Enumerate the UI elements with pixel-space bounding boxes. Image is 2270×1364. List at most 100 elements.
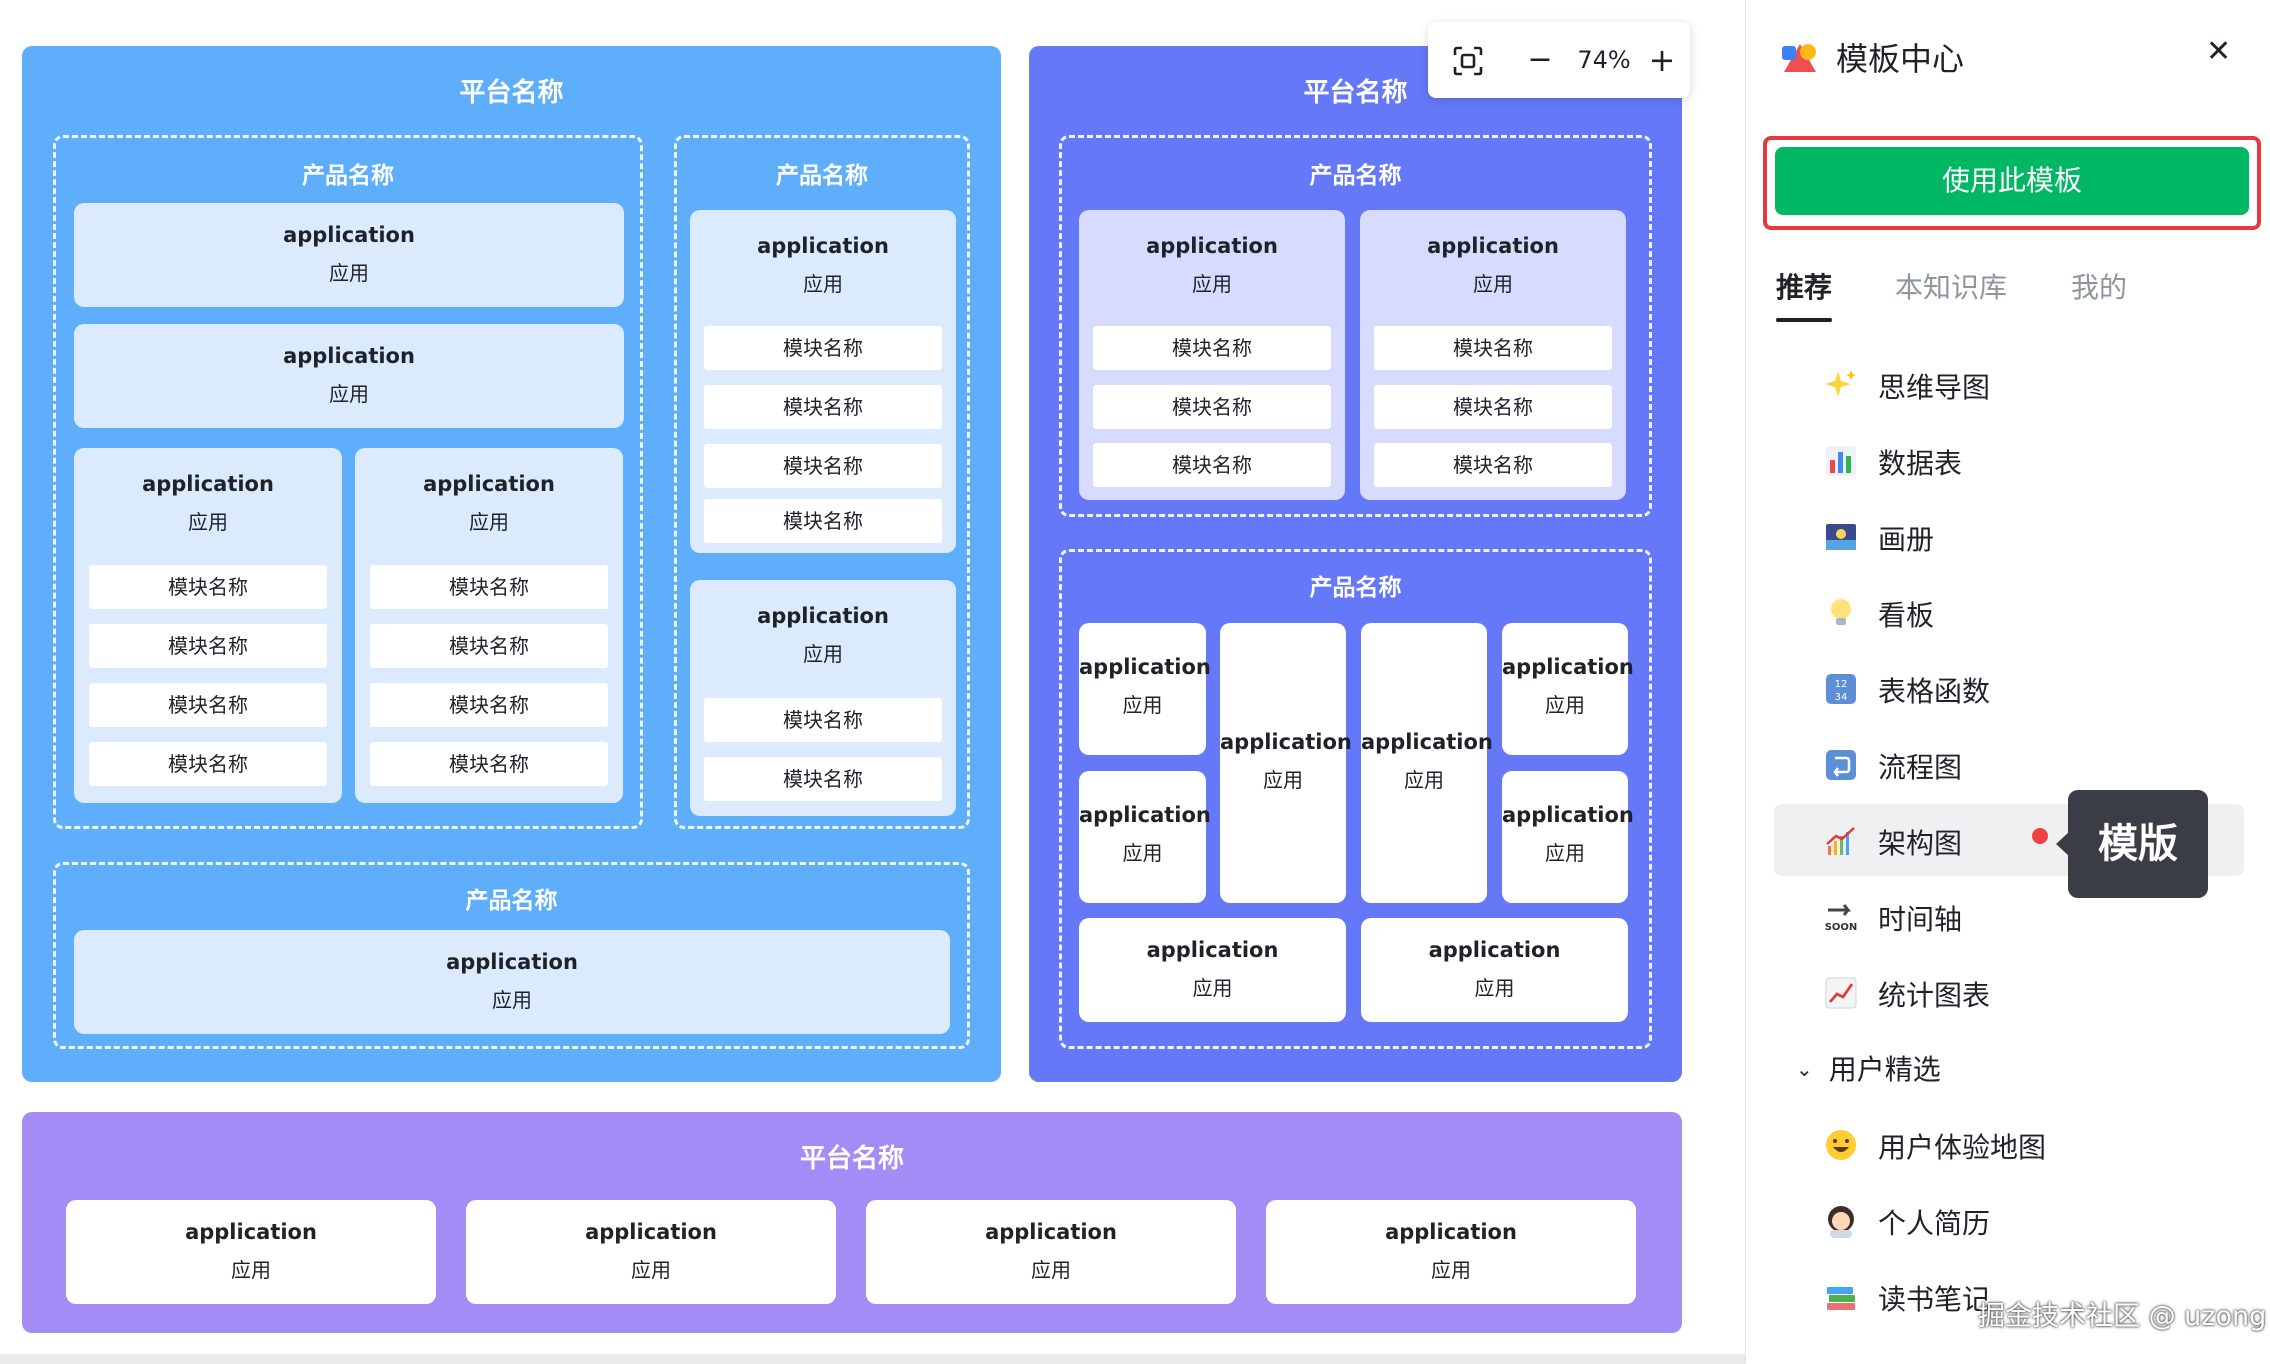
application-card[interactable]: application 应用 [1361,623,1493,903]
application-card[interactable]: application 应用 模块名称 模块名称 模块名称 模块名称 [355,448,623,803]
platform-blue[interactable]: 平台名称 产品名称 application 应用 application 应用 … [22,46,1001,1082]
application-card[interactable]: application 应用 模块名称 模块名称 模块名称 模块名称 [690,210,956,553]
module-block[interactable]: 模块名称 [370,683,608,727]
module-block[interactable]: 模块名称 [1374,443,1612,487]
fit-screen-button[interactable] [1438,22,1498,98]
template-item-timeline[interactable]: SOON 时间轴 [1774,880,2244,952]
module-block[interactable]: 模块名称 [89,624,327,668]
zoom-out-button[interactable]: − [1527,42,1553,77]
zoom-level[interactable]: 74% [1577,46,1631,74]
product-group-bottom[interactable]: 产品名称 application 应用 application 应用 appli… [1059,549,1652,1049]
tab-recommended[interactable]: 推荐 [1776,271,1833,304]
template-item-label: 流程图 [1878,751,1963,784]
application-label: application [1385,1220,1517,1244]
application-card[interactable]: application 应用 [66,1200,436,1304]
application-sublabel: 应用 [1473,271,1513,296]
product-group-bottom[interactable]: 产品名称 application 应用 [53,862,970,1049]
zoom-toolbar: − 74% + [1428,22,1690,98]
application-card[interactable]: application 应用 [1079,918,1346,1022]
template-item-flowchart[interactable]: 流程图 [1774,728,2244,800]
application-card[interactable]: application 应用 [1502,771,1634,903]
template-item-album[interactable]: 画册 [1774,500,2244,572]
application-card[interactable]: application 应用 [74,324,624,428]
template-item-mind-map[interactable]: 思维导图 [1774,348,2244,420]
template-item-board[interactable]: 看板 [1774,576,2244,648]
application-card[interactable]: application 应用 模块名称 模块名称 模块名称 模块名称 [74,448,342,803]
template-item-label: 读书笔记 [1878,1283,1991,1316]
watermark-text: 掘金技术社区 @ uzong [1978,1301,2267,1332]
product-group-top[interactable]: 产品名称 application 应用 模块名称 模块名称 模块名称 appli… [1059,135,1652,517]
template-item-reading-notes[interactable]: 读书笔记 [1774,1260,2244,1332]
platform-purple[interactable]: 平台名称 application 应用 application 应用 appli… [22,1112,1682,1333]
application-sublabel: 应用 [1263,767,1303,792]
module-block[interactable]: 模块名称 [1093,443,1331,487]
platform-title: 平台名称 [1303,78,1408,108]
smile-icon [1826,1130,1856,1160]
application-label: application [1146,234,1278,258]
lightbulb-icon [1831,599,1851,625]
module-block[interactable]: 模块名称 [1374,326,1612,370]
template-item-label: 时间轴 [1878,903,1963,936]
module-block[interactable]: 模块名称 [1374,385,1612,429]
module-block[interactable]: 模块名称 [704,698,942,742]
trend-icon [1825,977,1857,1009]
application-card[interactable]: application 应用 [1079,623,1211,755]
zoom-in-button[interactable]: + [1648,41,1676,79]
active-tab-indicator [1776,318,1832,322]
application-sublabel: 应用 [1404,767,1444,792]
application-label: application [142,472,274,496]
soon-arrow-icon: SOON [1825,904,1857,933]
template-item-resume[interactable]: 个人简历 [1774,1184,2244,1256]
application-label: application [757,604,889,628]
tab-this-knowledge-base[interactable]: 本知识库 [1895,271,2008,304]
whiteboard-canvas[interactable]: 平台名称 产品名称 application 应用 application 应用 … [0,0,1745,1364]
use-template-button[interactable]: 使用此模板 [1775,147,2249,215]
application-card[interactable]: application 应用 [1079,771,1211,903]
module-block[interactable]: 模块名称 [370,742,608,786]
close-icon[interactable]: ✕ [2206,34,2232,69]
application-label: application [446,950,578,974]
tab-mine[interactable]: 我的 [2071,271,2128,304]
application-card[interactable]: application 应用 [74,930,950,1034]
module-block[interactable]: 模块名称 [89,565,327,609]
product-group-left[interactable]: 产品名称 application 应用 application 应用 appli… [53,135,643,829]
loop-icon [1826,750,1856,780]
module-block[interactable]: 模块名称 [89,683,327,727]
application-card[interactable]: application 应用 模块名称 模块名称 模块名称 [1360,210,1626,500]
module-block[interactable]: 模块名称 [370,565,608,609]
section-user-picks[interactable]: ⌄用户精选 [1796,1048,1941,1088]
application-sublabel: 应用 [803,271,843,296]
application-card[interactable]: application 应用 [1266,1200,1636,1304]
module-block[interactable]: 模块名称 [704,326,942,370]
application-card[interactable]: application 应用 [1220,623,1352,903]
module-block[interactable]: 模块名称 [370,624,608,668]
platform-indigo[interactable]: 平台名称 产品名称 application 应用 模块名称 模块名称 模块名称 … [1029,46,1682,1082]
application-card[interactable]: application 应用 模块名称 模块名称 模块名称 [1079,210,1345,500]
template-item-ux-map[interactable]: 用户体验地图 [1774,1108,2244,1180]
template-item-label: 个人简历 [1878,1207,1991,1240]
application-card[interactable]: application 应用 [74,203,624,307]
application-sublabel: 应用 [1545,840,1585,865]
application-card[interactable]: application 应用 [1502,623,1634,755]
module-block[interactable]: 模块名称 [704,757,942,801]
application-sublabel: 应用 [1122,840,1163,865]
module-block[interactable]: 模块名称 [1093,385,1331,429]
books-icon [1827,1287,1855,1310]
template-item-data-table[interactable]: 数据表 [1774,424,2244,496]
template-item-label: 画册 [1878,523,1935,556]
module-block[interactable]: 模块名称 [1093,326,1331,370]
template-item-spreadsheet-functions[interactable]: 12 34 表格函数 [1774,652,2244,724]
application-card[interactable]: application 应用 模块名称 模块名称 [690,580,956,816]
application-card[interactable]: application 应用 [466,1200,836,1304]
application-sublabel: 应用 [329,381,369,406]
application-sublabel: 应用 [1192,271,1232,296]
application-card[interactable]: application 应用 [866,1200,1236,1304]
module-block[interactable]: 模块名称 [704,499,942,543]
product-group-right[interactable]: 产品名称 application 应用 模块名称 模块名称 模块名称 模块名称 … [674,135,970,829]
module-block[interactable]: 模块名称 [704,385,942,429]
template-item-statistics-chart[interactable]: 统计图表 [1774,956,2244,1028]
application-sublabel: 应用 [631,1257,671,1282]
application-card[interactable]: application 应用 [1361,918,1628,1022]
module-block[interactable]: 模块名称 [704,444,942,488]
module-block[interactable]: 模块名称 [89,742,327,786]
